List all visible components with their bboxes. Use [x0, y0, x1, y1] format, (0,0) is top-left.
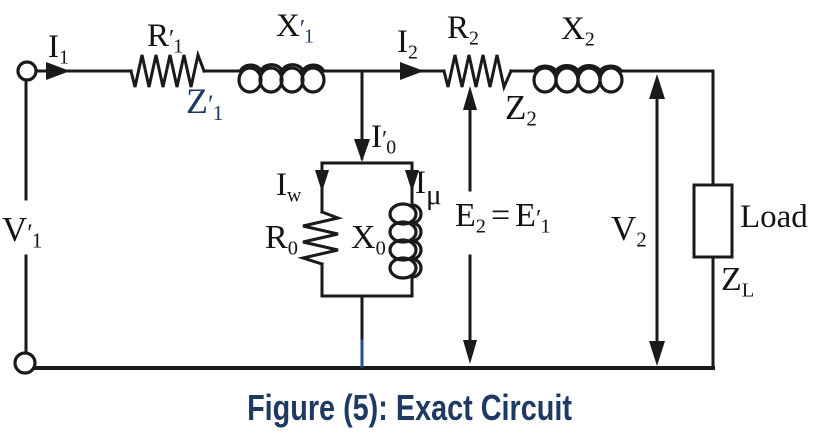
resistor-r2: [442, 54, 513, 92]
e2-arrowhead-up: [463, 86, 477, 110]
inductor-x1-prime-loop: [300, 66, 326, 94]
inductor-x1-prime-loop: [258, 66, 284, 94]
v2-arrowhead-down: [649, 341, 665, 366]
label-e2-sub: 2: [475, 215, 486, 238]
label-i0-main: I: [371, 119, 382, 155]
label-i2: I2: [397, 26, 418, 63]
inductor-x1-prime: [237, 63, 326, 94]
label-imu-sub: μ: [426, 179, 442, 212]
label-x1-prime: X′1: [276, 10, 314, 47]
label-iw-sub: w: [287, 184, 302, 207]
label-v1-main: V: [2, 210, 28, 249]
label-zl: ZL: [721, 263, 754, 301]
e2-voltage-arrow: [463, 86, 477, 364]
label-i0-prime-mark: ′: [382, 127, 387, 153]
v2-arrowhead-up: [649, 74, 665, 99]
label-i1: I1: [48, 31, 69, 68]
label-imu-main: I: [415, 165, 426, 201]
terminal-top-left: [16, 60, 38, 82]
label-v1-sub: 1: [31, 228, 43, 253]
label-z1-sub: 1: [212, 100, 224, 125]
label-load-text: Load: [740, 199, 808, 235]
label-i2-sub: 2: [408, 41, 418, 64]
label-load: Load: [740, 201, 808, 234]
label-x1-main: X: [276, 8, 300, 44]
inductor-x0-loop: [388, 238, 418, 262]
label-x2-sub: 2: [584, 28, 595, 51]
label-x2-main: X: [561, 11, 585, 47]
label-imu: Iμ: [415, 167, 442, 210]
label-z2-main: Z: [505, 88, 527, 127]
inductor-x2-loop: [576, 66, 602, 94]
label-x2: X2: [561, 13, 595, 50]
label-r1-prime: R′1: [147, 20, 183, 57]
label-v1-prime: V′1: [2, 212, 42, 252]
inductor-x2-loop: [554, 66, 580, 94]
terminal-bottom-left: [13, 351, 37, 375]
label-v1-prime-mark: ′: [27, 220, 32, 247]
inductor-x1-prime-loop: [279, 66, 305, 94]
label-z2-sub: 2: [526, 106, 537, 131]
inductor-x1-prime-humps: [238, 63, 326, 76]
load-box: [692, 183, 734, 259]
label-r2-sub: 2: [469, 27, 479, 50]
label-r1-prime-mark: ′: [169, 26, 174, 52]
iw-arrowhead: [315, 170, 329, 192]
label-i1-main: I: [48, 29, 59, 65]
label-x0-main: X: [351, 219, 376, 256]
inductor-x1-prime-loop: [237, 66, 263, 94]
label-z1-prime: Z′1: [186, 83, 223, 125]
label-zl-sub: L: [741, 279, 755, 302]
label-r0: R0: [265, 221, 298, 259]
label-z2: Z2: [505, 90, 537, 130]
resistor-r1-prime: [129, 49, 206, 88]
label-r0-sub: 0: [287, 237, 298, 260]
label-x1-sub: 1: [304, 25, 314, 48]
resistor-r0: [297, 210, 344, 266]
label-v2-main: V: [611, 209, 637, 248]
inductor-x2-loop: [532, 66, 558, 94]
imu-arrowhead: [405, 170, 419, 192]
label-r1-sub: 1: [173, 35, 184, 58]
label-r0-main: R: [265, 219, 288, 256]
inductor-x0-loop: [388, 202, 418, 226]
inductor-x0-loop: [388, 220, 418, 244]
label-z1-prime-mark: ′: [208, 90, 214, 119]
i0-arrowhead: [354, 139, 370, 162]
label-x1-prime-mark: ′: [299, 16, 305, 42]
inductor-x2-humps: [532, 64, 624, 75]
label-zl-main: Z: [721, 261, 742, 298]
label-e1-prime-mark: ′: [535, 205, 541, 232]
label-r2-main: R: [447, 10, 470, 46]
figure-caption: Figure (5): Exact Circuit: [247, 387, 572, 428]
label-e1-main: E: [515, 197, 536, 234]
label-x0: X0: [351, 221, 386, 259]
label-i2-main: I: [397, 24, 408, 60]
label-r1-main: R: [147, 18, 170, 54]
label-z1-main: Z: [186, 81, 208, 121]
label-v2: V2: [611, 211, 647, 251]
label-iw-main: I: [276, 167, 287, 203]
label-i0-sub: 0: [386, 136, 397, 159]
inductor-x2-loop: [598, 66, 624, 94]
label-r2: R2: [447, 12, 479, 49]
label-i1-sub: 1: [59, 46, 69, 69]
inductor-x0: [388, 202, 423, 280]
inductor-x0-loop: [388, 256, 418, 280]
i2-current-arrowhead: [400, 62, 424, 80]
e2-arrowhead-down: [463, 340, 477, 364]
label-e2-equals-e1-prime: E2=E′1: [455, 199, 551, 237]
label-e1-sub: 1: [540, 215, 551, 238]
v2-voltage-arrow: [649, 74, 665, 366]
label-x0-sub: 0: [375, 237, 386, 260]
inductor-x2: [532, 64, 624, 94]
label-i0-prime: I′0: [371, 121, 396, 158]
label-v2-sub: 2: [636, 227, 647, 252]
label-e2-main: E: [455, 197, 476, 234]
label-iw: Iw: [276, 169, 301, 206]
label-equals-sign: =: [490, 197, 511, 234]
i1-current-arrowhead: [46, 62, 70, 80]
